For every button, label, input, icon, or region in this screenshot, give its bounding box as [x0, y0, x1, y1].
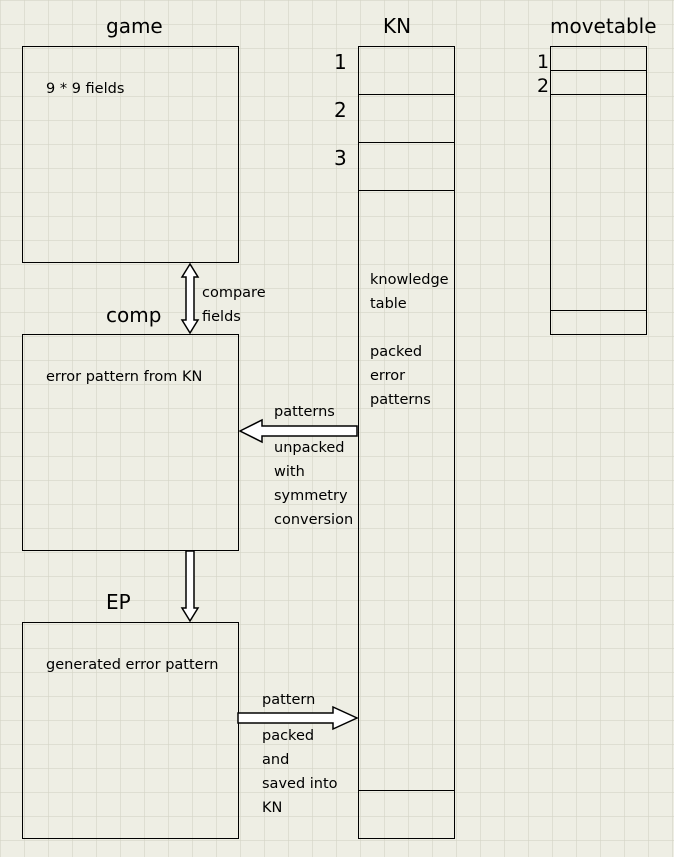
game-title: game: [106, 14, 163, 38]
patterns-description: unpacked with symmetry conversion: [274, 436, 353, 532]
ep-title: EP: [106, 590, 131, 614]
label-line: unpacked: [274, 440, 345, 456]
movetable-row-divider: [550, 310, 647, 311]
arrow-kn-to-comp: [238, 418, 358, 444]
kn-row-divider: [358, 190, 455, 191]
arrow-comp-to-ep: [180, 550, 200, 623]
ep-box: generated error pattern: [22, 622, 239, 839]
arrow-ep-to-kn: [237, 705, 359, 731]
game-content: 9 * 9 fields: [46, 81, 125, 97]
movetable-title: movetable: [550, 14, 657, 38]
label-line: and: [262, 752, 290, 768]
label-line: symmetry: [274, 488, 348, 504]
label-line: saved into: [262, 776, 338, 792]
kn-label-line: error: [370, 368, 406, 384]
pattern-heading: pattern: [262, 692, 316, 708]
double-arrow-game-comp: [180, 262, 200, 335]
comp-content: error pattern from KN: [46, 369, 203, 385]
kn-row-divider: [358, 94, 455, 95]
kn-table: [358, 46, 455, 839]
kn-row-number: 1: [334, 50, 347, 74]
movetable-row-divider: [550, 94, 647, 95]
patterns-heading: patterns: [274, 404, 335, 420]
movetable-row-number: 1: [537, 51, 550, 73]
label-line: conversion: [274, 512, 354, 528]
kn-row-divider: [358, 142, 455, 143]
label-line: packed: [262, 728, 315, 744]
kn-row-number: 2: [334, 98, 347, 122]
kn-row-number: 3: [334, 146, 347, 170]
label-line: compare: [202, 285, 266, 301]
kn-label-line: knowledge: [370, 272, 449, 288]
kn-label-line: table: [370, 296, 407, 312]
movetable-table: [550, 46, 647, 335]
ep-content: generated error pattern: [46, 657, 219, 673]
comp-title: comp: [106, 303, 162, 327]
kn-title: KN: [383, 14, 412, 38]
movetable-row-divider: [550, 70, 647, 71]
kn-label-line: packed: [370, 344, 423, 360]
comp-box: error pattern from KN: [22, 334, 239, 551]
label-line: KN: [262, 800, 283, 816]
movetable-row-number: 2: [537, 75, 550, 97]
game-box: 9 * 9 fields: [22, 46, 239, 263]
kn-row-divider: [358, 790, 455, 791]
compare-fields-label: compare fields: [202, 281, 266, 329]
pattern-description: packed and saved into KN: [262, 724, 338, 820]
kn-label-line: patterns: [370, 392, 431, 408]
kn-label: knowledge table packed error patterns: [370, 268, 449, 412]
label-line: fields: [202, 309, 241, 325]
label-line: with: [274, 464, 305, 480]
